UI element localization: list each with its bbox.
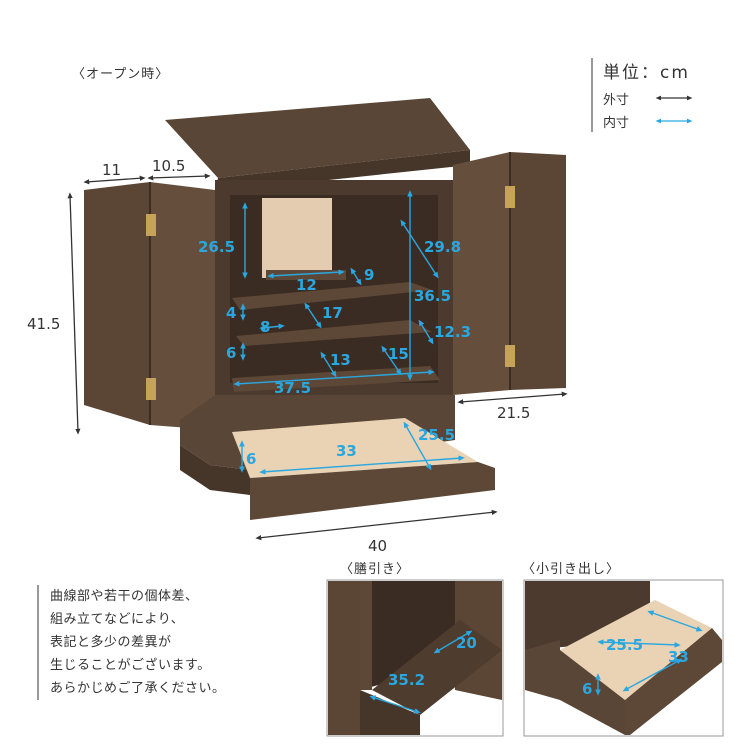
inset-zen — [326, 579, 504, 737]
dim-drawer-h: 6 — [246, 450, 257, 468]
unit-label: 単位：cm — [603, 63, 690, 83]
dim-top-diag: 29.8 — [424, 238, 462, 256]
dim-door-right: 10.5 — [152, 157, 186, 175]
left-doors — [84, 182, 215, 430]
dim-small-step-w: 12 — [296, 276, 317, 294]
dim-top-height: 26.5 — [198, 238, 236, 256]
dim-drawer-d: 25.5 — [418, 426, 456, 444]
caption-open: 〈オープン時〉 — [72, 67, 170, 82]
cabinet-top — [165, 98, 470, 192]
dim-drawer-w: 33 — [336, 442, 357, 460]
note-line: 曲線部や若干の個体差、 — [50, 589, 199, 604]
note-line: 表記と多少の差異が — [50, 635, 172, 650]
drawer — [232, 418, 495, 520]
caption-zen: 〈膳引き〉 — [340, 562, 411, 577]
note-line: 組み立てなどにより、 — [50, 612, 185, 627]
dim-kohiki-d: 25.5 — [606, 636, 644, 654]
outer-dimension-lines — [67, 173, 568, 541]
legend-lines — [591, 58, 693, 132]
dim-depth: 21.5 — [497, 404, 531, 422]
dim-base-w: 37.5 — [274, 379, 312, 397]
dim-step1-d: 17 — [322, 304, 343, 322]
dim-zen-w: 35.2 — [388, 671, 426, 689]
dim-door-left: 11 — [102, 161, 122, 179]
dim-step2-d: 15 — [388, 345, 409, 363]
inner-dimension-lines — [233, 190, 465, 475]
dim-step2-h: 6 — [226, 344, 237, 362]
note-line: あらかじめご了承ください。 — [50, 681, 226, 696]
dim-step-side: 12.3 — [434, 323, 472, 341]
dim-full-height: 36.5 — [414, 287, 452, 305]
dim-small-step-d: 9 — [364, 266, 375, 284]
caption-kohiki: 〈小引き出し〉 — [522, 562, 621, 577]
note-line: 生じることがございます。 — [50, 658, 211, 673]
dim-step2-w: 13 — [330, 351, 351, 369]
dim-step1-h: 4 — [226, 304, 237, 322]
dim-step1-w: 8 — [260, 318, 271, 336]
dim-kohiki-w: 33 — [668, 648, 689, 666]
dim-zen-d: 20 — [456, 634, 477, 652]
legend-inner-label: 内寸 — [603, 116, 630, 131]
dim-height: 41.5 — [27, 315, 61, 333]
legend-outer-label: 外寸 — [603, 93, 630, 108]
dim-width: 40 — [368, 537, 388, 555]
dim-kohiki-h: 6 — [582, 680, 593, 698]
disclaimer-note: 曲線部や若干の個体差、 組み立てなどにより、 表記と多少の差異が 生じることがご… — [50, 585, 226, 700]
inset-kohiki — [523, 579, 724, 737]
right-doors — [453, 152, 566, 395]
